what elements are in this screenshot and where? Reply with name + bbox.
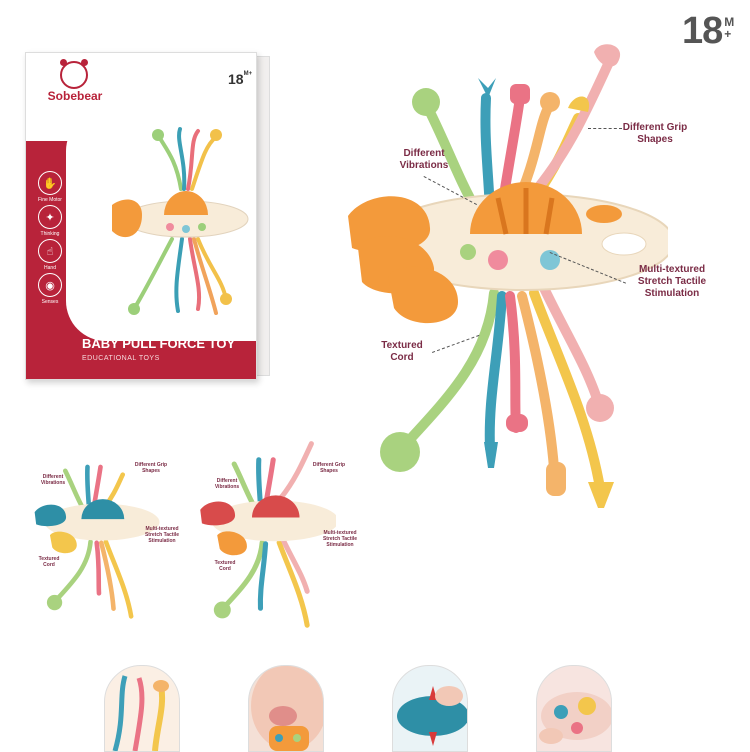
- thumbnail-cords-image: [112, 675, 169, 751]
- variant-blue-callout-grip: Different Grip Shapes: [134, 462, 168, 474]
- feature-label: Fine Motor: [38, 197, 62, 203]
- thumbnail-baby-image: [251, 666, 323, 751]
- variant-red-callout-multi: Multi-textured Stretch Tactile Stimulati…: [322, 530, 358, 548]
- thumbnail-pull-image: [397, 686, 467, 746]
- age-suffix-top: M: [724, 15, 735, 29]
- box-subtitle: EDUCATIONAL TOYS: [82, 355, 160, 362]
- hand-icon: ✋: [38, 171, 62, 195]
- variant-blue-callout-vibrations: Different Vibrations: [40, 474, 66, 486]
- brand-name: Sobebear: [47, 89, 103, 103]
- feature-thinking: ✦ Thinking: [34, 205, 66, 237]
- variant-blue-toy-image: [34, 464, 160, 619]
- feature-fine-motor: ✋ Fine Motor: [34, 171, 66, 203]
- feature-senses: ◉ Senses: [34, 273, 66, 305]
- box-age-number: 18: [228, 71, 244, 87]
- variant-blue-callout-multi: Multi-textured Stretch Tactile Stimulati…: [144, 526, 180, 544]
- age-badge: 18 M +: [682, 12, 734, 50]
- brain-icon: ✦: [38, 205, 62, 229]
- main-toy-image: [348, 44, 668, 508]
- thumbnail-button-image: [539, 692, 611, 744]
- feature-hand: ☝ Hand: [34, 239, 66, 271]
- callout-multi-textured: Multi-textured Stretch Tactile Stimulati…: [637, 264, 707, 299]
- product-box: Sobebear 18M+ ✋ Fine Motor ✦ Thinking ☝ …: [25, 52, 270, 380]
- finger-icon: ☝: [38, 239, 62, 263]
- age-number: 18: [682, 10, 723, 52]
- thumbnail-button-press: [536, 665, 612, 752]
- feature-label: Hand: [44, 265, 56, 271]
- feature-label: Senses: [41, 299, 59, 305]
- box-front: Sobebear 18M+ ✋ Fine Motor ✦ Thinking ☝ …: [25, 52, 257, 380]
- age-suffix-bottom: +: [724, 27, 732, 41]
- variant-red-toy-image: [200, 441, 336, 628]
- variant-red-callout-cord: Textured Cord: [214, 560, 236, 572]
- bear-logo-icon: [60, 59, 88, 89]
- box-side: [255, 56, 270, 376]
- eye-icon: ◉: [38, 273, 62, 297]
- callout-different-vibrations: Different Vibrations: [399, 148, 449, 171]
- variant-red-callout-vibrations: Different Vibrations: [214, 478, 240, 490]
- variant-red-callout-grip: Different Grip Shapes: [312, 462, 346, 474]
- callout-textured-cord: Textured Cord: [381, 340, 423, 363]
- box-toy-image: [112, 127, 249, 315]
- box-age-suffix: M+: [243, 71, 253, 77]
- variant-blue-callout-cord: Textured Cord: [38, 556, 60, 568]
- callout-different-grip-shapes: Different Grip Shapes: [622, 122, 688, 145]
- callout-line: [588, 128, 622, 129]
- box-title: BABY PULL FORCE TOY: [82, 336, 236, 351]
- age-suffix: M +: [724, 16, 734, 40]
- thumbnail-cords: [104, 665, 180, 752]
- thumbnail-baby-mouth: [248, 665, 324, 752]
- thumbnail-pull-action: [392, 665, 468, 752]
- feature-label: Thinking: [40, 231, 60, 237]
- box-age: 18M+: [228, 71, 252, 87]
